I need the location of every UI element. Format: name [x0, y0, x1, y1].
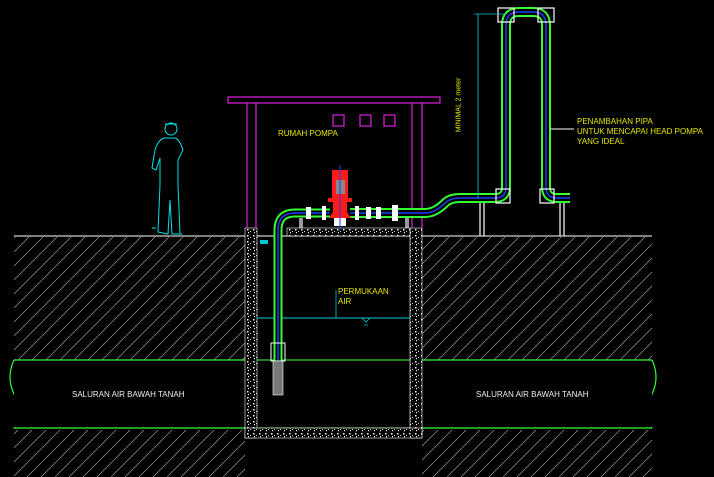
pump-house: [227, 96, 441, 228]
height-dimension: [474, 13, 506, 198]
channel-right-label: SALURAN AIR BAWAH TANAH: [476, 390, 589, 399]
person-figure: [151, 122, 184, 235]
min-height-label: MINIMAL 2 meter: [455, 77, 463, 133]
water-symbol: [361, 317, 371, 326]
discharge-pipe: [299, 7, 570, 236]
concrete-pit: [244, 227, 423, 439]
note-line-2: UNTUK MENCAPAI HEAD POMPA: [577, 127, 703, 136]
soil-hatch: [14, 237, 652, 477]
pump-house-label: RUMAH POMPA: [278, 129, 338, 138]
added-pipe-note: PENAMBAHAN PIPA UNTUK MENCAPAI HEAD POMP…: [577, 117, 703, 147]
water-surface-label-line1: PERMUKAAN: [338, 287, 389, 296]
note-line-3: YANG IDEAL: [577, 137, 625, 146]
channel-left-label: SALURAN AIR BAWAH TANAH: [72, 390, 185, 399]
water-surface-label-line2: AIR: [338, 297, 352, 306]
water-surface-label: PERMUKAAN AIR: [338, 287, 389, 307]
note-line-1: PENAMBAHAN PIPA: [577, 117, 653, 126]
pump: [328, 165, 352, 230]
suction-pipe: [260, 208, 330, 396]
